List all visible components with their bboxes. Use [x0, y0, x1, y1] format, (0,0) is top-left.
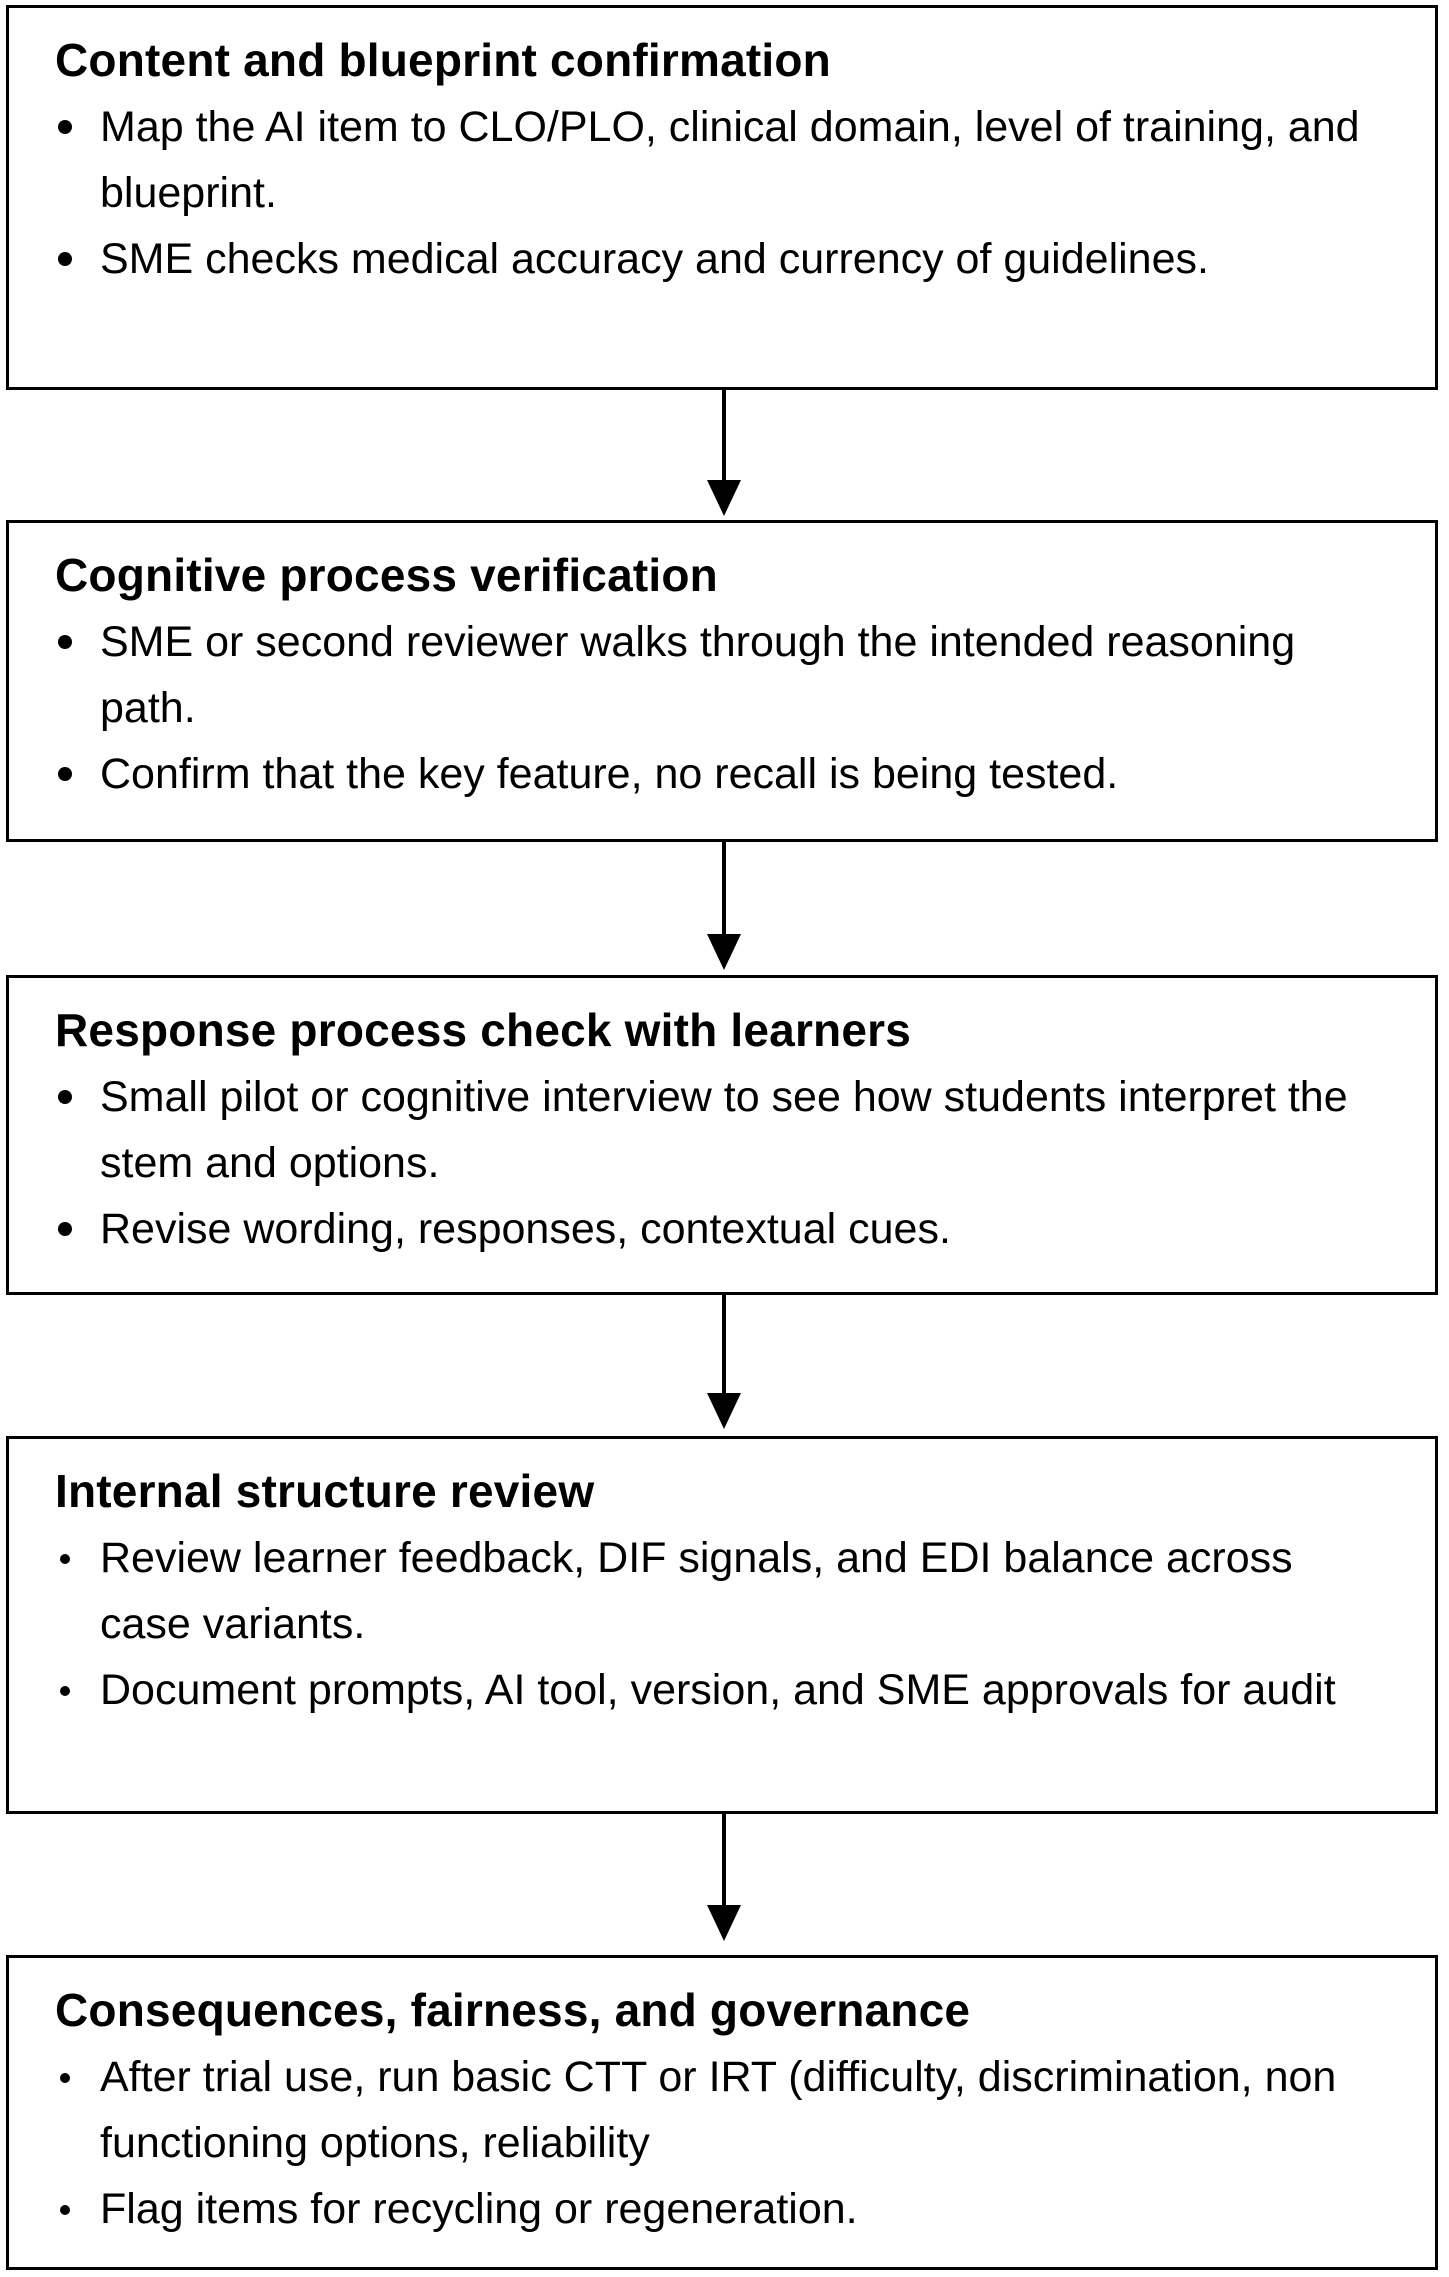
- bullet-icon: [60, 2205, 70, 2215]
- step-box-content-blueprint: Content and blueprint confirmation Map t…: [6, 5, 1438, 390]
- step-bullet-list: SME or second reviewer walks through the…: [55, 609, 1395, 807]
- step-bullet: Revise wording, responses, contextual cu…: [55, 1196, 1395, 1262]
- step-title: Internal structure review: [55, 1465, 595, 1517]
- step-title: Cognitive process verification: [55, 549, 718, 601]
- step-bullet: SME or second reviewer walks through the…: [55, 609, 1395, 741]
- bullet-icon: [60, 2073, 70, 2083]
- arrow-down-icon: [700, 840, 748, 975]
- step-bullet-list: Review learner feedback, DIF signals, an…: [55, 1525, 1395, 1723]
- step-bullet: Map the AI item to CLO/PLO, clinical dom…: [55, 94, 1395, 226]
- step-bullet: Confirm that the key feature, no recall …: [55, 741, 1395, 807]
- step-bullet-list: Map the AI item to CLO/PLO, clinical dom…: [55, 94, 1395, 292]
- bullet-text: Map the AI item to CLO/PLO, clinical dom…: [100, 103, 1360, 217]
- bullet-text: SME checks medical accuracy and currency…: [100, 235, 1209, 283]
- step-box-cognitive-process: Cognitive process verification SME or se…: [6, 520, 1438, 842]
- step-bullet: SME checks medical accuracy and currency…: [55, 226, 1395, 292]
- bullet-icon: [60, 1686, 70, 1696]
- bullet-icon: [58, 252, 72, 266]
- bullet-icon: [58, 635, 72, 649]
- step-bullet: Document prompts, AI tool, version, and …: [55, 1657, 1395, 1723]
- bullet-icon: [60, 1554, 70, 1564]
- step-bullet-list: After trial use, run basic CTT or IRT (d…: [55, 2044, 1395, 2242]
- step-bullet: Flag items for recycling or regeneration…: [55, 2176, 1395, 2242]
- bullet-icon: [58, 767, 72, 781]
- bullet-text: After trial use, run basic CTT or IRT (d…: [100, 2053, 1337, 2167]
- bullet-text: Confirm that the key feature, no recall …: [100, 750, 1119, 798]
- step-box-response-process: Response process check with learners Sma…: [6, 975, 1438, 1295]
- bullet-text: Revise wording, responses, contextual cu…: [100, 1205, 951, 1253]
- bullet-icon: [58, 120, 72, 134]
- arrow-down-icon: [700, 388, 748, 520]
- bullet-text: SME or second reviewer walks through the…: [100, 618, 1296, 732]
- arrow-down-icon: [700, 1293, 748, 1435]
- step-box-consequences-governance: Consequences, fairness, and governance A…: [6, 1955, 1438, 2270]
- bullet-text: Small pilot or cognitive interview to se…: [100, 1073, 1348, 1187]
- step-title: Consequences, fairness, and governance: [55, 1984, 971, 2036]
- step-bullet: Small pilot or cognitive interview to se…: [55, 1064, 1395, 1196]
- bullet-icon: [58, 1090, 72, 1104]
- bullet-text: Flag items for recycling or regeneration…: [100, 2185, 858, 2233]
- step-title: Response process check with learners: [55, 1004, 912, 1056]
- arrow-down-icon: [700, 1812, 748, 1955]
- step-bullet: Review learner feedback, DIF signals, an…: [55, 1525, 1395, 1657]
- step-box-internal-structure: Internal structure review Review learner…: [6, 1436, 1438, 1814]
- step-bullet-list: Small pilot or cognitive interview to se…: [55, 1064, 1395, 1262]
- bullet-text: Review learner feedback, DIF signals, an…: [100, 1534, 1293, 1648]
- bullet-text: Document prompts, AI tool, version, and …: [100, 1666, 1336, 1714]
- step-title: Content and blueprint confirmation: [55, 34, 831, 86]
- step-bullet: After trial use, run basic CTT or IRT (d…: [55, 2044, 1395, 2176]
- bullet-icon: [58, 1222, 72, 1236]
